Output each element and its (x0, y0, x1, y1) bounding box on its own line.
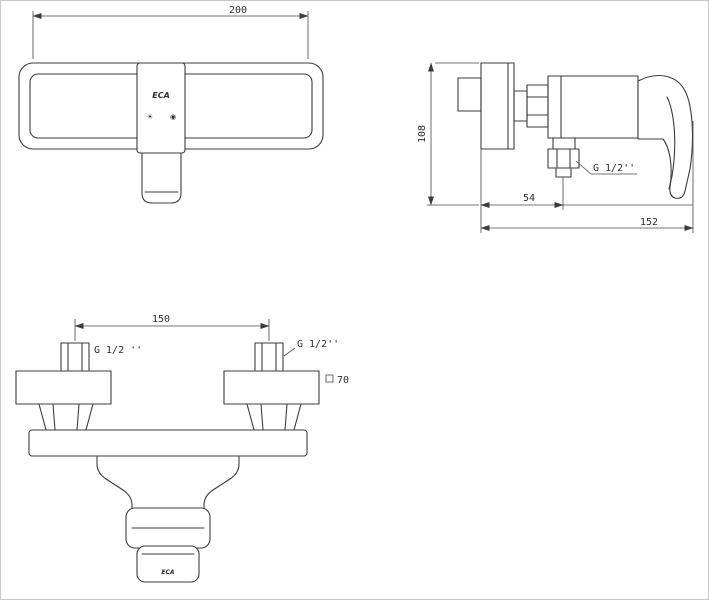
brand-logo-bottom: ECA (161, 569, 175, 576)
side-thread-label: G 1/2'' (593, 163, 635, 174)
right-flange-bottom (223, 370, 320, 405)
cold-indicator-icon: ◉ (170, 113, 176, 121)
spout-neck (96, 455, 240, 511)
side-height-dimension (427, 62, 479, 206)
brand-logo-front: ECA (152, 91, 170, 100)
square-section-label: 70 (325, 374, 349, 386)
right-nut-bottom (246, 403, 302, 431)
hot-indicator-icon: ☀ (147, 113, 153, 121)
mixer-body-side (547, 75, 639, 139)
body-bar-bottom (28, 429, 308, 457)
front-width-dimension-label: 200 (229, 5, 247, 16)
handle-bottom (125, 507, 211, 583)
cartridge-plate-front (136, 62, 186, 154)
inlet-connector-side (457, 77, 482, 112)
outlet-offset-dimension-label: 54 (523, 193, 535, 204)
wall-plate-side (480, 62, 515, 150)
left-flange-bottom (15, 370, 112, 405)
connection-nut-side (513, 84, 549, 128)
bottom-view: 150 G 1/2 '' G 1/2'' 70 (15, 314, 349, 583)
front-width-dimension (32, 11, 309, 59)
depth-dimension (480, 121, 694, 233)
bottom-thread-label-right: G 1/2'' (297, 339, 339, 350)
mixer-handle-front (141, 152, 182, 204)
outlet-offset-dimension (480, 177, 693, 210)
front-view: 200 ECA ☀ ◉ (18, 5, 324, 204)
depth-dimension-label: 152 (640, 217, 658, 228)
square-section-icon (325, 374, 334, 383)
lever-handle-side (637, 75, 694, 199)
bottom-thread-label-left: G 1/2 '' (94, 345, 142, 356)
side-height-dimension-label: 108 (417, 125, 428, 143)
inlet-spacing-dimension (74, 319, 270, 341)
thread-leader-line (575, 160, 637, 175)
left-inlet-stub (60, 342, 90, 372)
outlet-elbow-side (547, 137, 580, 178)
right-inlet-stub (254, 342, 284, 372)
side-view: 108 G 1/2'' (417, 62, 694, 233)
right-thread-leader-line (283, 347, 296, 357)
left-nut-bottom (38, 403, 94, 431)
inlet-spacing-dimension-label: 150 (152, 314, 170, 325)
square-section-dimension-label: 70 (337, 375, 349, 386)
